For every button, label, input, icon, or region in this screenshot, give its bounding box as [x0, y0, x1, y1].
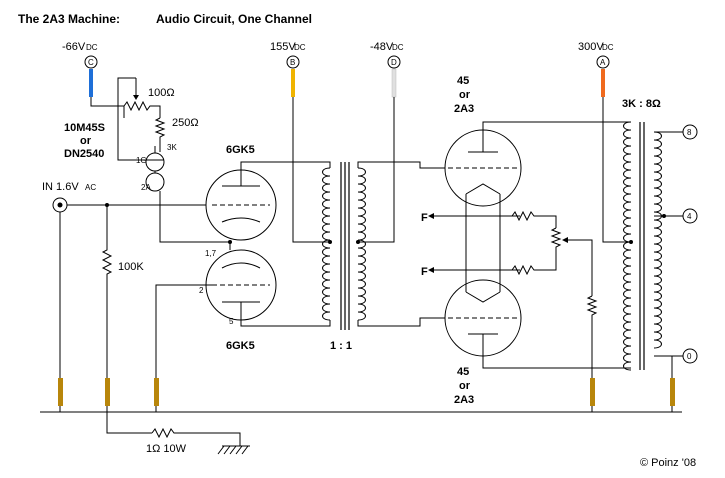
r250-resistor — [154, 117, 166, 146]
input: IN 1.6V AC 100K — [42, 181, 207, 380]
tube-6gk5-bottom: 1,7 2 5 6GK5 — [155, 242, 331, 380]
out-bot-3: 2A3 — [454, 394, 474, 406]
cathode-resistor — [586, 295, 598, 380]
f-bottom: F — [421, 266, 428, 278]
out-top-3: 2A3 — [454, 103, 474, 115]
ccs-part2: DN2540 — [64, 148, 104, 160]
tap-0-terminal — [682, 348, 698, 364]
supply-c-terminal — [84, 55, 98, 69]
tap-4: 4 — [687, 212, 692, 221]
r250-label: 250Ω — [172, 117, 199, 129]
supply-a-id: A — [600, 58, 606, 67]
supply-d-unit: DC — [392, 43, 404, 52]
hum-resistor-top — [511, 210, 557, 228]
supply-c: -66V DC C — [62, 41, 98, 97]
ground-bus: 1Ω 10W — [40, 378, 682, 455]
supply-c-id: C — [88, 58, 94, 67]
out-top-1: 45 — [457, 75, 469, 87]
r-ground-label: 1Ω 10W — [146, 443, 187, 455]
out-bot-1: 45 — [457, 366, 469, 378]
pot-100-resistor — [123, 100, 161, 118]
tap-8: 8 — [687, 128, 692, 137]
output-tube-top: 45 or 2A3 — [444, 75, 631, 244]
bypass-cap-2 — [105, 378, 110, 406]
tap-4-terminal — [682, 208, 698, 224]
r100k-resistor — [101, 205, 113, 380]
bypass-cap-3 — [154, 378, 159, 406]
ccs-or: or — [80, 135, 92, 147]
interstage-transformer: 1 : 1 — [292, 97, 448, 352]
pot-wiper-arrow — [133, 95, 139, 100]
supply-d: -48V DC D — [370, 41, 404, 98]
out-bot-2: or — [459, 380, 471, 392]
pot-label: 100Ω — [148, 87, 175, 99]
opt-label: 3K : 8Ω — [622, 98, 661, 110]
supply-b-lead — [291, 69, 295, 97]
supply-c-unit: DC — [86, 43, 98, 52]
pin-5: 5 — [229, 317, 234, 326]
bypass-cap-4 — [590, 378, 595, 406]
tube-6gk5-top: 6GK5 — [205, 144, 331, 244]
supply-c-voltage: -66V — [62, 41, 86, 53]
tube-top-label: 6GK5 — [226, 144, 255, 156]
supply-b-voltage: 155V — [270, 41, 296, 53]
input-unit: AC — [85, 183, 96, 192]
out-top-2: or — [459, 89, 471, 101]
f-top: F — [421, 212, 428, 224]
tap-0: 0 — [687, 352, 692, 361]
title: The 2A3 Machine: — [18, 12, 120, 26]
supply-d-lead — [391, 68, 397, 98]
pin-2: 2 — [199, 286, 204, 295]
r100k-label: 100K — [118, 261, 144, 273]
tube-bottom-label: 6GK5 — [226, 340, 255, 352]
ratio-label: 1 : 1 — [330, 340, 352, 352]
tap-8-terminal — [682, 124, 698, 140]
bypass-cap-5 — [670, 378, 675, 406]
supply-b: 155V DC B — [270, 41, 306, 97]
bypass-cap-1 — [58, 378, 63, 406]
supply-a-voltage: 300V — [578, 41, 604, 53]
output-tube-bottom: 45 or 2A3 — [444, 216, 631, 406]
subtitle: Audio Circuit, One Channel — [156, 12, 312, 26]
supply-a-terminal — [596, 55, 610, 69]
output-transformer: 3K : 8Ω 8 4 0 — [602, 97, 698, 380]
ground-resistor — [151, 427, 241, 446]
supply-b-unit: DC — [294, 43, 306, 52]
bias-network: 100Ω 250Ω 3K 1G 2A 10M45S or DN2540 — [64, 77, 230, 243]
pin-2a: 2A — [141, 183, 151, 192]
supply-a-unit: DC — [602, 43, 614, 52]
supply-d-id: D — [391, 58, 397, 67]
hum-pot — [550, 227, 562, 258]
supply-d-terminal — [387, 55, 401, 69]
copyright: © Poinz '08 — [640, 457, 696, 469]
supply-a-lead — [601, 69, 605, 97]
ccs-part1: 10M45S — [64, 122, 105, 134]
supply-b-terminal — [286, 55, 300, 69]
filament-network: F F — [421, 210, 598, 380]
pin-1g: 1G — [136, 156, 147, 165]
supply-a: 300V DC A — [578, 41, 614, 97]
supply-c-lead — [89, 69, 93, 97]
supply-d-voltage: -48V — [370, 41, 394, 53]
r3k-label: 3K — [167, 143, 177, 152]
input-label: IN 1.6V — [42, 181, 79, 193]
pin-17: 1,7 — [205, 249, 217, 258]
supply-b-id: B — [290, 58, 295, 67]
ccs-device-body — [145, 152, 165, 172]
hum-resistor-bottom — [511, 258, 557, 276]
ground-symbol — [217, 445, 250, 455]
